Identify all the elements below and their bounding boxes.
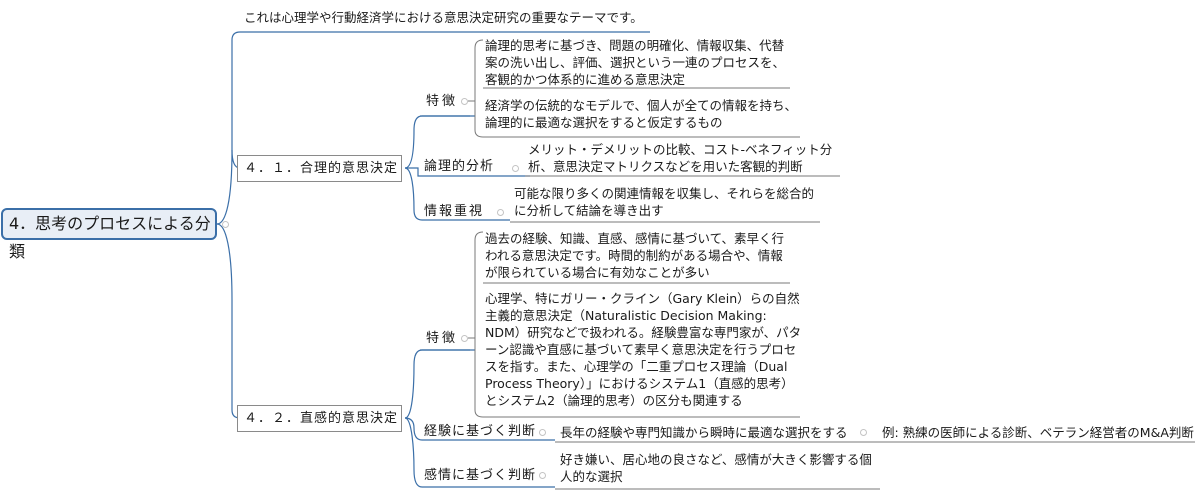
experience-example-collapse-icon[interactable] [860, 429, 867, 436]
intuitive-features-collapse-icon[interactable] [461, 335, 468, 342]
rational-feature-item: 経済学の伝統的なモデルで、個人が全ての情報を持ち、論理的に最適な選択をすると仮定… [485, 98, 798, 130]
rational-feature-item: 論理的思考に基づき、問題の明確化、情報収集、代替案の洗い出し、評価、選択という一… [485, 38, 786, 87]
emotion-collapse-icon[interactable] [539, 472, 546, 479]
experience-text: 長年の経験や専門知識から瞬時に最適な選択をする [560, 425, 848, 440]
logical-analysis-text: メリット・デメリットの比較、コスト-ベネフィット分析、意思決定マトリクスなどを用… [528, 142, 833, 174]
intuitive-feature-item: 心理学、特にガリー・クライン（Gary Klein）らの自然主義的意思決定（Na… [485, 291, 802, 408]
info-focus-collapse-icon[interactable] [497, 209, 504, 216]
root-topic[interactable]: 4．思考のプロセスによる分類 [1, 208, 217, 261]
intuitive-features-label: 特徴 [426, 331, 459, 346]
experience-judgment-label: 経験に基づく判断 [424, 424, 537, 439]
experience-example: 例: 熟練の医師による診断、ベテラン経営者のM&A判断 [882, 425, 1194, 440]
experience-collapse-icon[interactable] [539, 429, 546, 436]
emotion-text: 好き嫌い、居心地の良さなど、感情が大きく影響する個人的な選択 [560, 452, 872, 484]
intro-note: これは心理学や行動経済学における意思決定研究の重要なテーマです。 [244, 10, 643, 25]
info-focus-label: 情報重視 [424, 204, 485, 219]
root-collapse-icon[interactable] [222, 221, 229, 228]
rational-features-collapse-icon[interactable] [461, 98, 468, 105]
info-focus-text: 可能な限り多くの関連情報を収集し、それらを総合的に分析して結論を導き出す [514, 186, 815, 218]
branch-intuitive-decision[interactable]: ４．２．直感的意思決定 [237, 405, 402, 432]
emotion-judgment-label: 感情に基づく判断 [424, 468, 537, 483]
branch-rational-decision[interactable]: ４．１．合理的意思決定 [237, 155, 402, 182]
rational-features-label: 特徴 [426, 94, 459, 109]
logical-analysis-collapse-icon[interactable] [512, 165, 519, 172]
logical-analysis-label: 論理的分析 [424, 159, 495, 174]
intuitive-feature-item: 過去の経験、知識、直感、感情に基づいて、素早く行われる意思決定です。時間的制約が… [485, 231, 785, 280]
